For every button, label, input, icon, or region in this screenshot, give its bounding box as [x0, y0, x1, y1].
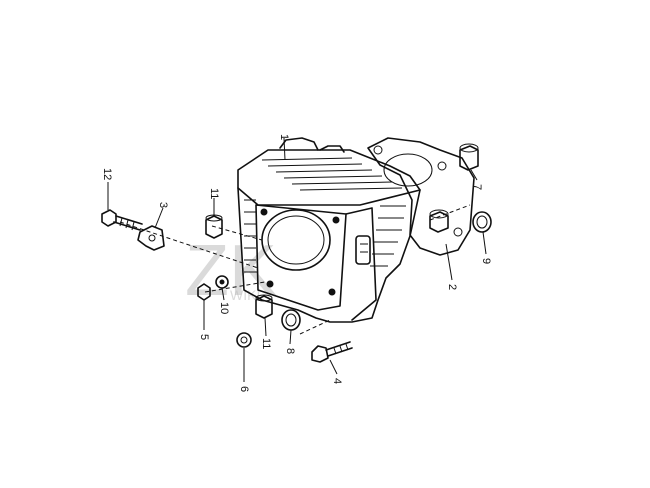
watermark-sub: WIKI — [230, 287, 260, 303]
part-oring-8 — [281, 309, 301, 331]
part-bolt-4 — [311, 341, 353, 363]
part-dowel-11b — [255, 294, 273, 319]
callout-5: 5 — [198, 334, 210, 340]
callout-8: 8 — [284, 348, 296, 354]
callout-10: 10 — [218, 302, 230, 314]
part-cylinder — [237, 137, 421, 323]
part-clamp-3 — [137, 225, 165, 251]
callout-4: 4 — [331, 378, 343, 384]
callout-3: 3 — [157, 202, 169, 208]
part-oring-9 — [472, 211, 492, 233]
part-dowel-7 — [459, 143, 479, 171]
leader-lines — [107, 137, 487, 382]
part-gasket — [367, 137, 475, 256]
part-washer-6 — [236, 332, 252, 348]
callout-12: 12 — [101, 168, 113, 180]
callout-2: 2 — [446, 284, 458, 290]
part-pin-5 — [197, 283, 211, 301]
watermark: ZK WIKI — [185, 231, 277, 311]
callout-7: 7 — [471, 184, 483, 190]
callout-9: 9 — [480, 258, 492, 264]
callout-11-upper: 11 — [208, 188, 220, 199]
callout-11-lower: 11 — [260, 338, 272, 349]
callout-1: 1 — [278, 134, 290, 140]
part-bolt-12 — [101, 209, 143, 231]
part-dowel-7b — [429, 209, 449, 233]
callout-labels: 1 2 3 4 5 6 7 8 9 10 11 11 12 — [101, 134, 492, 392]
callout-6: 6 — [238, 386, 250, 392]
